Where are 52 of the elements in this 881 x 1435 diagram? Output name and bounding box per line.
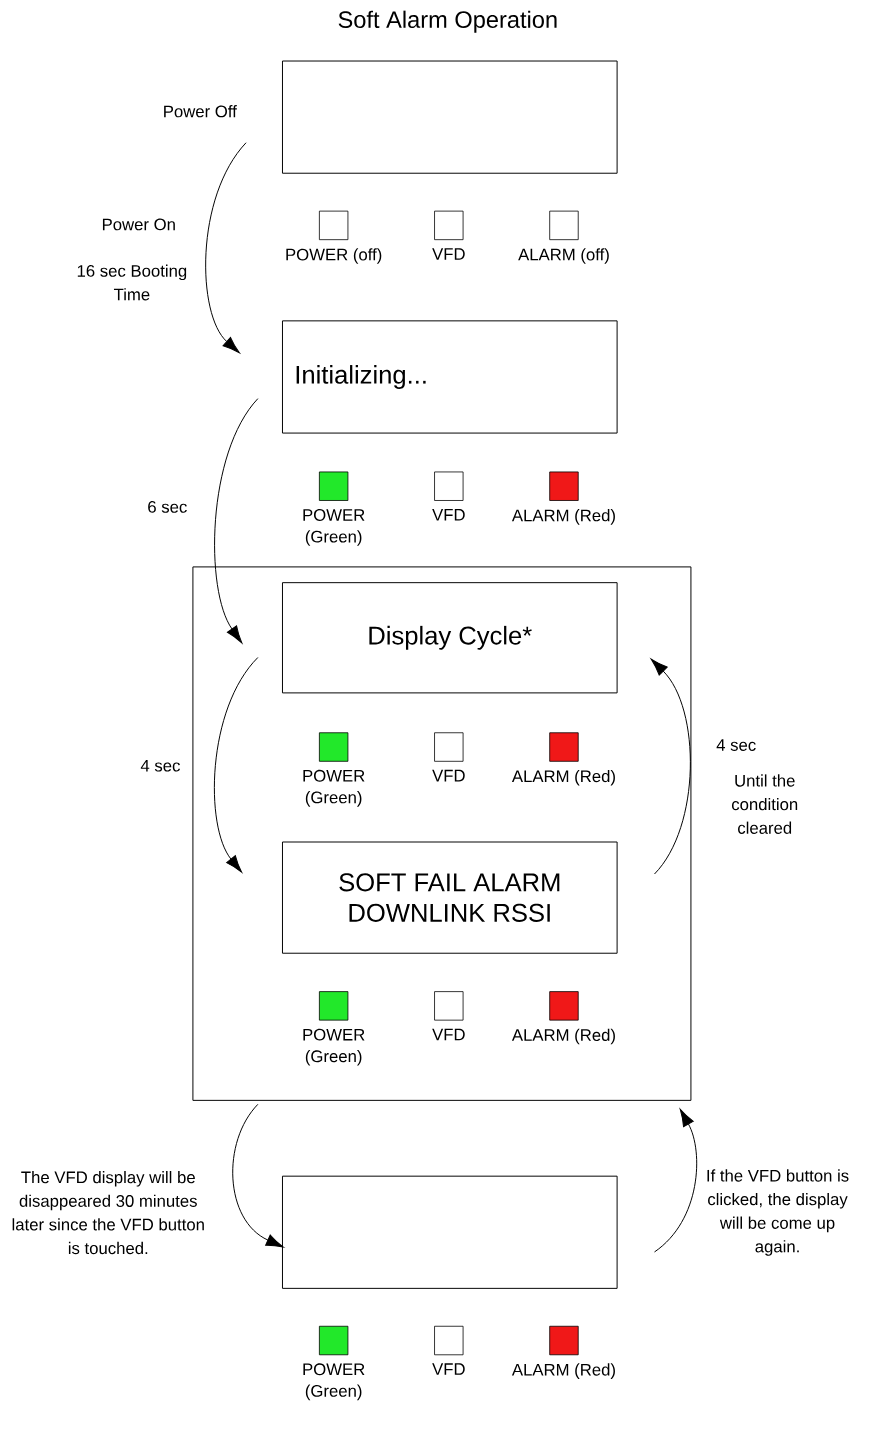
annotation: Power Off [164, 105, 237, 118]
indicator-light: VFD [432, 732, 465, 782]
curved-arrow [214, 398, 259, 644]
edge-label: 16 sec Booting Time [77, 264, 187, 301]
edge-label: If the VFD button is clicked, the display will be come up again. [707, 1169, 849, 1256]
indicator-light: VFD [432, 1325, 465, 1375]
display-box [282, 1175, 618, 1289]
indicator-light: ALARM (Red) [512, 991, 616, 1045]
indicator-light: VFD [432, 210, 465, 260]
display-box: SOFT FAIL ALARM DOWNLINK RSSI [282, 841, 618, 954]
display-box: Display Cycle* [282, 582, 618, 694]
display-box: Initializing... [282, 320, 618, 434]
edge-label: 4 sec [140, 759, 180, 772]
indicator-light: POWER (Green) [303, 732, 365, 807]
indicator-light: ALARM (Red) [512, 471, 616, 525]
group-frame [192, 566, 692, 1101]
node-label: POWER (Green) [303, 1028, 365, 1066]
node-label: ALARM (Red) [511, 769, 616, 786]
indicator-light: ALARM (Red) [512, 1325, 616, 1379]
edge-label: The VFD display will be disappeared 30 minutes later since the VFD button is touched. [12, 1171, 204, 1255]
indicator-light: VFD [432, 991, 465, 1041]
indicator-light: ALARM (Red) [512, 732, 616, 786]
edge-label: 6 sec [148, 500, 187, 513]
curved-arrow [213, 657, 259, 873]
annotation: Until the condition cleared [732, 774, 798, 834]
node-label: POWER (Green) [303, 769, 365, 807]
node-label: ALARM (Red) [511, 509, 616, 525]
node-label: POWER (Green) [303, 509, 365, 546]
node-label: VFD [432, 769, 465, 782]
node-label: ALARM (Red) [511, 1363, 616, 1379]
node-label: POWER (Green) [303, 1363, 365, 1401]
indicator-light: POWER (Green) [303, 1325, 365, 1401]
indicator-light: VFD [432, 471, 465, 521]
node-label: VFD [432, 248, 465, 260]
node-label: ALARM (off) [518, 248, 609, 264]
indicator-light: POWER (Green) [303, 991, 365, 1066]
indicator-light: POWER (Green) [303, 471, 365, 546]
curved-arrow [650, 658, 691, 875]
node-label: VFD [432, 509, 465, 521]
annotation: Power On [103, 218, 175, 231]
indicator-light: ALARM (off) [518, 210, 609, 264]
indicator-light: POWER (off) [286, 210, 382, 264]
curved-arrow [654, 1108, 698, 1253]
node-label: ALARM (Red) [511, 1028, 616, 1045]
curved-arrow [232, 1103, 284, 1248]
curved-arrow [205, 142, 247, 354]
node-label: POWER (off) [286, 248, 382, 264]
edge-label: 4 sec [716, 739, 756, 751]
node-label: VFD [432, 1028, 465, 1041]
title: Soft Alarm Operation [338, 10, 557, 33]
display-box [282, 60, 618, 174]
node-label: VFD [432, 1363, 465, 1375]
